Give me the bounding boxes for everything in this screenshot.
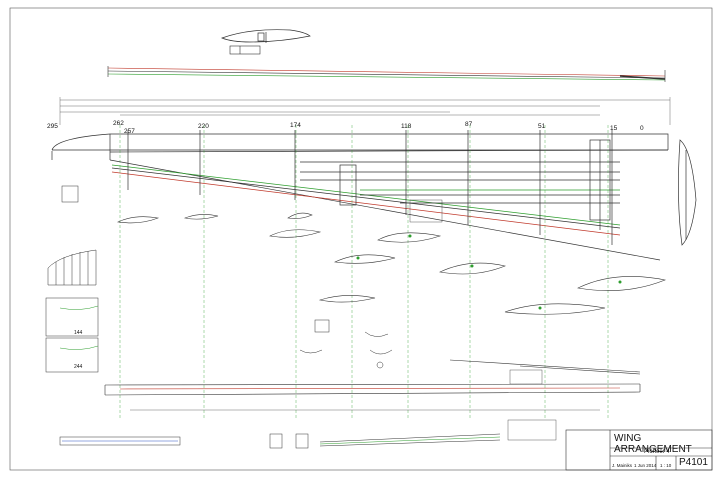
- drawing-date: 1 Jun 2014: [634, 463, 657, 468]
- wingtip-side-view: [678, 139, 697, 246]
- small-part-details: [299, 319, 393, 369]
- station-label: 87: [465, 121, 473, 128]
- station-label: 118: [401, 123, 412, 130]
- inset-label: 244: [74, 364, 83, 370]
- drawing-title: WING ARRANGEMENT: [614, 433, 692, 455]
- station-label: 174: [290, 122, 301, 129]
- station-label: 15: [610, 125, 618, 132]
- inset-label: 144: [74, 330, 83, 336]
- spar-plan-view: [107, 66, 666, 82]
- drawing-number: P4101: [679, 457, 708, 468]
- fitting-insets: [45, 185, 99, 373]
- inset-labels: 144 244: [74, 330, 83, 370]
- drawn-by: J. Mainiks: [612, 463, 633, 468]
- bottom-detail-views: [59, 433, 501, 449]
- station-labels: 295 262 257 220 174 118 87 51 15 0: [47, 120, 644, 135]
- top-airfoil-section: [221, 29, 311, 43]
- rib-section-markers: [356, 234, 622, 310]
- station-label: 51: [538, 123, 546, 130]
- wing-root-inset: [47, 249, 97, 286]
- note-tables: [409, 199, 557, 441]
- rib-sections: [116, 212, 667, 315]
- station-reference-lines: [119, 125, 609, 420]
- drawing-scale: 1 : 10: [660, 463, 672, 468]
- top-small-box: [229, 45, 261, 55]
- wing-plan-view: [51, 130, 669, 261]
- spar-side-view: [104, 359, 641, 411]
- station-label: 257: [124, 128, 135, 135]
- station-label: 295: [47, 123, 58, 130]
- sheet-border: [9, 7, 713, 471]
- dimension-lines: [59, 97, 671, 125]
- station-label: 0: [640, 125, 644, 132]
- station-label: 220: [198, 123, 209, 130]
- title-block-frame: [565, 429, 713, 471]
- station-label: 262: [113, 120, 124, 127]
- drawing-subtitle: Pioneer 4: [644, 449, 670, 455]
